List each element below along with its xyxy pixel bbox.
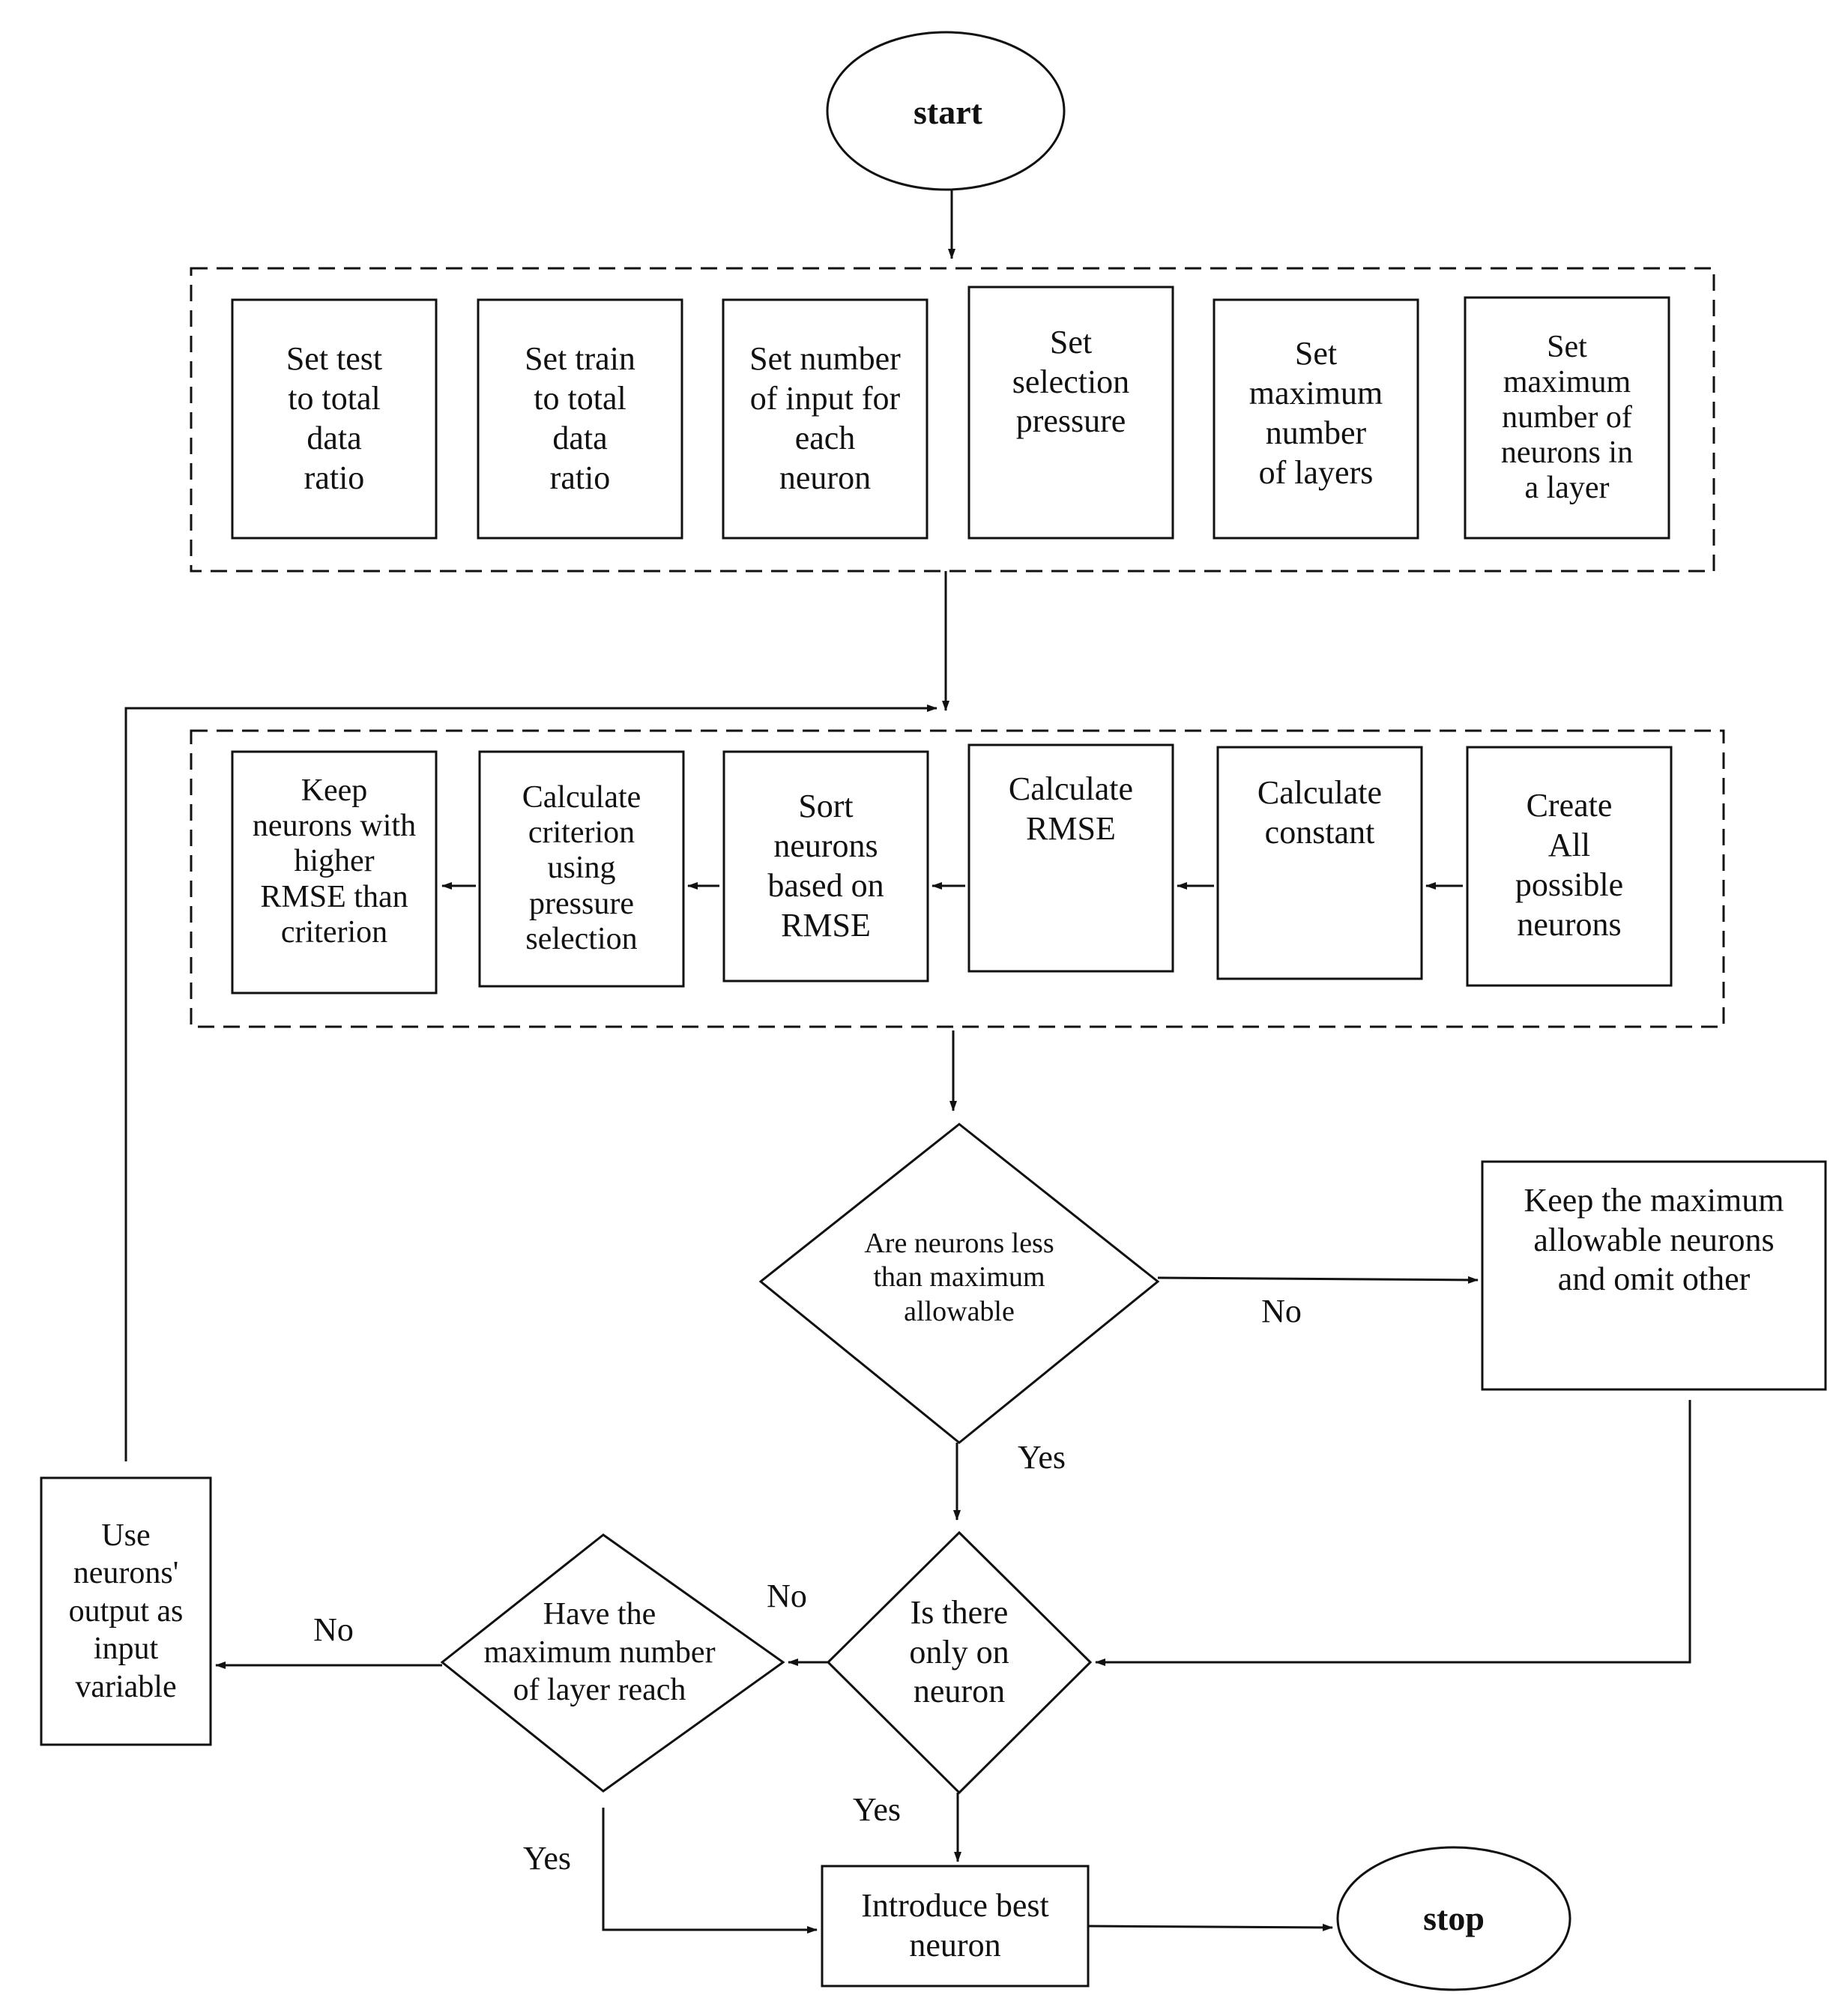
stop-label: stop	[1423, 1899, 1485, 1938]
setup-label-test-ratio: Set test to total data ratio	[286, 340, 383, 496]
arrow-introduce-to-stop	[1087, 1923, 1333, 1931]
start-terminal	[826, 31, 1066, 191]
decision-neurons-less	[758, 1123, 1160, 1444]
process-label-keep-neurons: Keep neurons with higher RMSE than crite…	[252, 773, 417, 950]
arrow-decision-no-to-keep-max	[1157, 1276, 1479, 1284]
setup-box-max-neurons	[1464, 296, 1670, 540]
setup-box-max-layers	[1213, 298, 1419, 540]
setup-box-test-ratio	[231, 298, 438, 540]
process-label-create-neurons: Create All possible neurons	[1515, 787, 1624, 943]
process-box-calc-criterion	[478, 750, 685, 988]
edge-label-yes-only-one: Yes	[1017, 1438, 1066, 1476]
use-output-label: Use neurons' output as input variable	[68, 1518, 184, 1704]
process-label-sort-neurons: Sort neurons based on RMSE	[767, 788, 884, 944]
edge-label-yes-max-layer: Yes	[522, 1839, 572, 1877]
box-use-output	[40, 1476, 212, 1746]
introduce-label: Introduce best neuron	[861, 1887, 1049, 1964]
process-box-keep-neurons	[231, 750, 438, 995]
setup-label-input-per-neuron: Set number of input for each neuron	[749, 340, 901, 496]
arrow-max-layer-yes-to-introduce	[602, 1808, 818, 1934]
loop-back-line	[124, 704, 937, 1461]
decision-label-max-layer: Have the maximum number of layer reach	[483, 1597, 716, 1708]
process-box-create-neurons	[1466, 746, 1673, 987]
setup-box-selection-pressure	[967, 286, 1174, 540]
edge-label-no-use-output: No	[313, 1611, 354, 1648]
process-box-sort-neurons	[722, 750, 929, 983]
decision-only-one	[826, 1530, 1093, 1795]
edge-label-yes-introduce: Yes	[852, 1790, 902, 1828]
process-label-calc-constant: Calculate constant	[1257, 774, 1383, 851]
decision-label-neurons-less: Are neurons less than maximum allowable	[864, 1227, 1054, 1327]
box-keep-max-allowable	[1481, 1160, 1827, 1391]
setup-group	[190, 267, 1715, 573]
process-box-calc-constant	[1216, 746, 1423, 980]
decision-max-layer	[440, 1533, 785, 1793]
setup-box-input-per-neuron	[722, 298, 928, 540]
process-label-calc-rmse: Calculate RMSE	[1008, 770, 1134, 847]
start-label: start	[914, 93, 982, 132]
keep-max-label: Keep the maximum allowable neurons and o…	[1524, 1181, 1784, 1298]
arrow-keep-max-to-only-one	[1095, 1400, 1691, 1666]
edge-label-no-keep-max: No	[1261, 1292, 1302, 1330]
edge-label-no-max-layer: No	[767, 1577, 807, 1614]
decision-label-only-one: Is there only on neuron	[909, 1593, 1009, 1710]
process-group	[190, 729, 1725, 1028]
setup-label-max-layers: Set maximum number of layers	[1248, 335, 1383, 491]
setup-label-train-ratio: Set train to total data ratio	[525, 340, 635, 496]
process-label-calc-criterion: Calculate criterion using pressure selec…	[522, 780, 641, 956]
stop-terminal	[1336, 1846, 1571, 1991]
process-box-calc-rmse	[967, 743, 1174, 973]
setup-box-train-ratio	[477, 298, 683, 540]
setup-label-max-neurons: Set maximum number of neurons in a layer	[1500, 329, 1634, 506]
setup-label-selection-pressure: Set selection pressure	[1012, 323, 1130, 440]
